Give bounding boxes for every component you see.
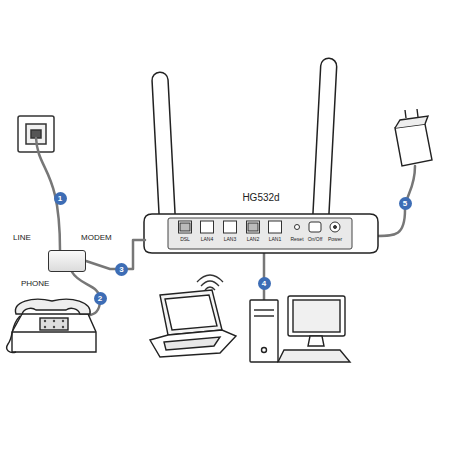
laptop: [150, 290, 236, 357]
router: [144, 58, 378, 253]
callout-number: 1: [54, 192, 67, 205]
port-label: LAN2: [247, 237, 260, 243]
power-adapter: [395, 109, 432, 166]
callout-number: 2: [94, 292, 107, 305]
router-unit: HG532dDSL LAN4 LAN3 LAN2 LAN1 Reset On/Off Powe…: [145, 192, 377, 254]
power-cable: [377, 166, 415, 236]
telephone: [7, 299, 96, 352]
port-label: DSL: [180, 237, 190, 243]
port-label: Reset: [290, 237, 303, 243]
port-label: PHONE: [21, 279, 49, 288]
cables: [36, 138, 415, 318]
port-label: LAN1: [269, 237, 282, 243]
desktop-computer: [250, 296, 350, 362]
callout-number: 3: [115, 263, 128, 276]
line-splitter: LINEMODEMPHONE: [48, 250, 86, 272]
callout-number: 4: [258, 277, 271, 290]
port-label: LINE: [13, 233, 31, 242]
port-label: LAN3: [224, 237, 237, 243]
wifi-waves: [197, 275, 223, 290]
model-name: HG532d: [242, 192, 279, 204]
port-label: On/Off: [308, 237, 323, 243]
port-label: MODEM: [81, 233, 112, 242]
port-label: Power: [328, 237, 342, 243]
router-ports: [179, 221, 341, 233]
callout-number: 5: [399, 197, 412, 210]
port-label: LAN4: [201, 237, 214, 243]
cable-plugs: [180, 223, 258, 231]
